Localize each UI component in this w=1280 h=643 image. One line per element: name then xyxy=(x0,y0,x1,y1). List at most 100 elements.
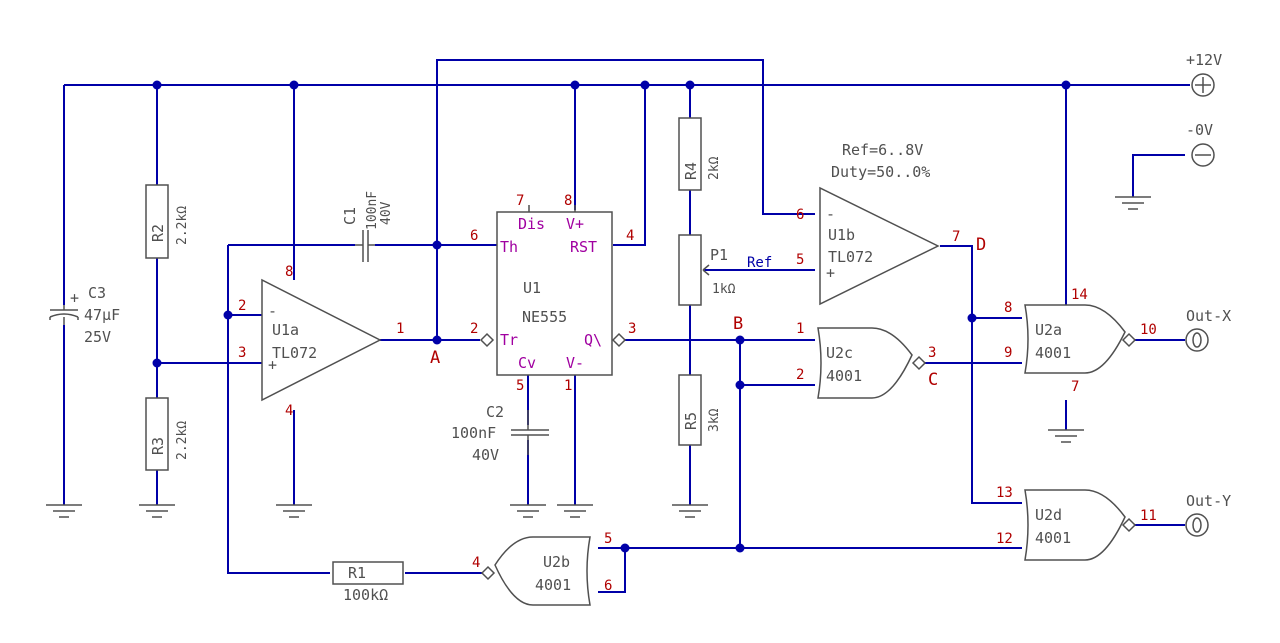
pin-number: 7 xyxy=(952,229,960,245)
resistor-r2[interactable]: R2 2.2kΩ xyxy=(145,184,190,259)
capacitor-c3[interactable]: + C3 47µF 25V xyxy=(49,284,120,346)
gnd-terminal[interactable]: -0V xyxy=(1186,121,1215,167)
component-label: - xyxy=(826,205,835,223)
wire-a-to-u1b-inv xyxy=(436,59,815,245)
component-label: U1 xyxy=(523,279,541,297)
opamp-triangle-icon xyxy=(261,278,382,402)
ground-icon xyxy=(139,504,175,518)
inversion-bubble-icon xyxy=(480,565,496,581)
potentiometer-p1[interactable]: P1 1kΩ xyxy=(678,234,736,306)
ic-u1-ne555[interactable]: Dis V+ Th RST Tr Q\ Cv V- U1 NE555 7 8 6… xyxy=(470,193,636,394)
pin-number: 2 xyxy=(238,298,246,314)
component-label: U2a xyxy=(1035,321,1062,339)
inversion-bubble-icon xyxy=(1121,332,1137,348)
component-label: + xyxy=(268,356,277,374)
component-label: 4001 xyxy=(1035,344,1071,362)
pin-number: 2 xyxy=(470,321,478,337)
gnd-label: -0V xyxy=(1186,121,1213,139)
component-label: P1 xyxy=(710,246,728,264)
pin-number: 8 xyxy=(285,264,293,280)
component-label: U2c xyxy=(826,344,853,362)
component-label: R3 xyxy=(149,437,167,455)
wiper-arrow-icon xyxy=(702,264,710,276)
pin-number: 3 xyxy=(628,321,636,337)
pin-number: 1 xyxy=(564,378,572,394)
ground-icon xyxy=(557,504,593,518)
opamp-u1a[interactable]: - + U1a TL072 2 3 1 8 4 xyxy=(238,264,404,419)
nor-gate-icon xyxy=(494,536,591,606)
node-c-label: C xyxy=(928,370,938,390)
pin-number: 4 xyxy=(626,228,634,244)
resistor-r5[interactable]: R5 3kΩ xyxy=(678,374,722,446)
inversion-bubble-icon xyxy=(611,332,627,348)
resistor-r1[interactable]: R1 100kΩ xyxy=(332,561,404,604)
component-label: U2d xyxy=(1035,506,1062,524)
resistor-r4[interactable]: R4 2kΩ xyxy=(678,117,722,191)
pin-number: 5 xyxy=(796,252,804,268)
vcc-terminal[interactable]: +12V xyxy=(1186,51,1222,97)
junctions xyxy=(152,80,1071,553)
nor-gate-icon xyxy=(1024,489,1126,561)
annotation-duty: Duty=50..0% xyxy=(831,163,930,181)
plus-icon xyxy=(1195,77,1211,93)
pin-number: 3 xyxy=(238,345,246,361)
c3-voltage: 25V xyxy=(84,328,111,346)
component-label: 100kΩ xyxy=(343,586,388,604)
component-label: Cv xyxy=(518,354,536,372)
component-label: R4 xyxy=(682,162,700,180)
component-label: Dis xyxy=(518,215,545,233)
component-label: 2.2kΩ xyxy=(175,421,190,460)
pin-number: 7 xyxy=(1071,379,1079,395)
capacitor-c1[interactable]: C1 100nF 40V xyxy=(341,191,394,262)
pin-number: 11 xyxy=(1140,508,1157,524)
output-terminal-y[interactable]: Out-Y xyxy=(1185,492,1231,537)
component-label: V- xyxy=(566,354,584,372)
component-label: 40V xyxy=(472,446,499,464)
component-label: R1 xyxy=(348,564,366,582)
ground-icon xyxy=(1048,429,1084,443)
component-label: + xyxy=(70,289,79,307)
resistor-r3[interactable]: R3 2.2kΩ xyxy=(145,397,190,471)
inversion-bubble-icon xyxy=(1121,517,1137,533)
component-label: 1kΩ xyxy=(712,282,736,297)
nor-gate-u2c[interactable]: U2c 4001 1 2 3 xyxy=(796,321,936,399)
component-label: U1a xyxy=(272,321,299,339)
nor-gate-u2b[interactable]: U2b 4001 5 6 4 xyxy=(472,531,612,606)
node-a-label: A xyxy=(430,348,440,368)
component-label: NE555 xyxy=(522,308,567,326)
component-label: Tr xyxy=(500,331,518,349)
component-label: 100nF xyxy=(365,191,380,230)
pin-number: 3 xyxy=(928,345,936,361)
inversion-bubble-icon xyxy=(911,355,927,371)
nor-gate-u2d[interactable]: U2d 4001 13 12 11 xyxy=(996,485,1157,561)
ground-symbols xyxy=(46,196,1151,518)
component-label: 4001 xyxy=(535,576,571,594)
annotation-ref: Ref=6..8V xyxy=(842,141,923,159)
nor-gate-icon xyxy=(817,327,913,399)
pin-number: 5 xyxy=(516,378,524,394)
out-x-label: Out-X xyxy=(1186,307,1231,325)
component-label: Th xyxy=(500,238,518,256)
nor-gate-u2a[interactable]: U2a 4001 8 9 10 14 7 xyxy=(1004,287,1157,395)
opamp-u1b[interactable]: - + U1b TL072 6 5 7 xyxy=(796,186,960,306)
net-label-ref: Ref xyxy=(747,255,772,271)
component-label: 100nF xyxy=(451,424,496,442)
component-label: R2 xyxy=(149,224,167,242)
node-b-label: B xyxy=(733,314,743,334)
ground-icon xyxy=(672,504,708,518)
nor-gate-icon xyxy=(1024,304,1126,374)
component-label: R5 xyxy=(682,412,700,430)
pin-number: 8 xyxy=(1004,300,1012,316)
c3-value: 47µF xyxy=(84,306,120,324)
pin-number: 10 xyxy=(1140,322,1157,338)
output-terminal-x[interactable]: Out-X xyxy=(1185,307,1231,352)
capacitor-c2[interactable]: C2 100nF 40V xyxy=(451,403,549,464)
component-label: U2b xyxy=(543,553,570,571)
component-label: 3kΩ xyxy=(707,408,722,432)
component-label: C2 xyxy=(486,403,504,421)
opamp-triangle-icon xyxy=(819,186,940,306)
pin-number: 2 xyxy=(796,367,804,383)
node-d-label: D xyxy=(976,235,986,255)
c3-name: C3 xyxy=(88,284,106,302)
